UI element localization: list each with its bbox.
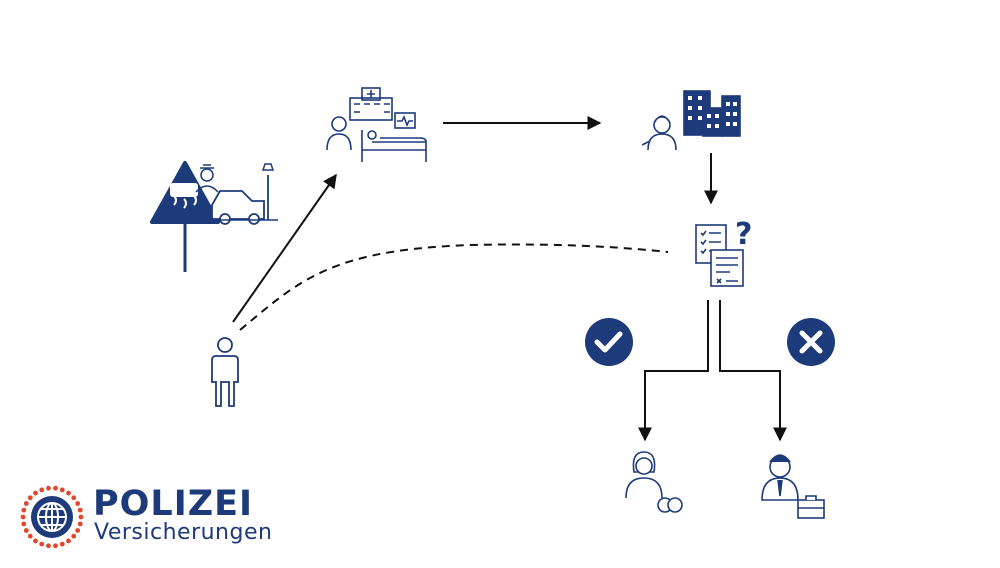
logo-subtitle: Versicherungen: [94, 520, 273, 545]
hospital-treatment-icon: [326, 87, 427, 162]
spouse-with-rings-icon: [625, 451, 683, 513]
logo-ring-dot: [23, 528, 29, 533]
logo-ring-dot: [27, 533, 33, 539]
road-accident-icon: [150, 161, 278, 272]
logo-ring-dot: [77, 507, 83, 513]
logo-ring-dot: [39, 487, 45, 493]
logo-ring-dot: [53, 485, 58, 491]
logo-ring-dot: [33, 538, 38, 544]
arrow-person-to-hospital: [232, 173, 337, 323]
logo-ring-dot: [27, 495, 33, 501]
logo-ring-dot: [53, 543, 58, 549]
logo-ring-dot: [66, 538, 71, 544]
logo-ring-dot: [21, 507, 27, 513]
globe-logo-icon: [20, 485, 84, 549]
logo-ring-dot: [46, 485, 51, 491]
insured-person-icon: [211, 337, 239, 407]
rejected-cross-icon: [787, 318, 835, 366]
dashed-link-person-to-claim: [239, 243, 669, 331]
logo-ring-dot: [20, 514, 26, 520]
logo-ring-dot: [75, 528, 81, 533]
branch-to-spouse: [638, 300, 709, 442]
logo-ring-dot: [77, 521, 83, 527]
insurance-company-icon: [641, 90, 741, 151]
approved-check-icon: [585, 318, 633, 366]
logo-ring-dot: [71, 533, 77, 539]
logo-ring-dot: [75, 501, 81, 506]
logo-ring-dot: [39, 541, 45, 547]
logo-ring-dot: [71, 495, 77, 501]
claim-documents-icon: [695, 224, 744, 287]
branch-to-employer: [719, 300, 787, 442]
logo-ring-dot: [46, 543, 51, 549]
logo-ring-dot: [33, 490, 38, 496]
flow-connectors: [232, 116, 787, 442]
logo-ring-dot: [78, 514, 84, 520]
question-mark: ?: [735, 217, 752, 252]
logo-ring-dot: [59, 541, 65, 547]
logo-ring-dot: [59, 487, 65, 493]
employee-with-briefcase-icon: [761, 454, 825, 519]
logo-ring-dot: [66, 490, 71, 496]
logo-title: POLIZEI: [93, 484, 254, 524]
logo-ring-dot: [23, 501, 29, 506]
logo-ring-dot: [21, 521, 27, 527]
